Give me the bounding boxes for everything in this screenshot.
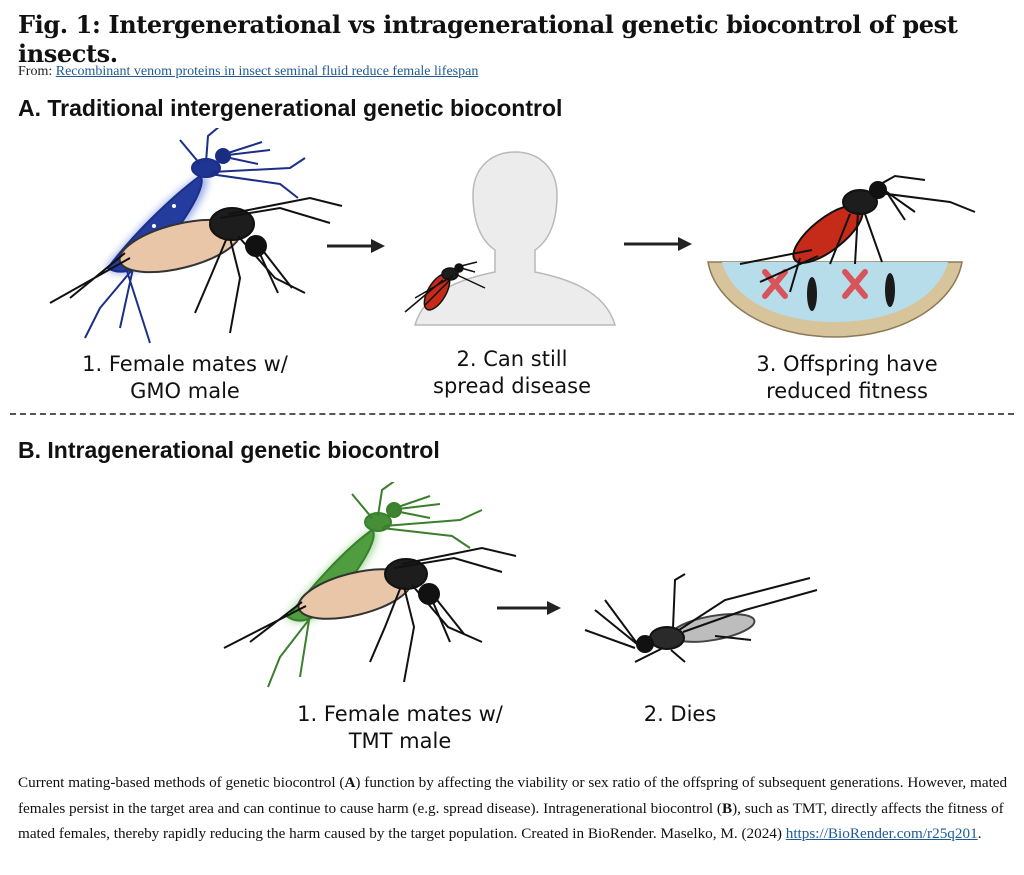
caption-text: Current mating-based methods of genetic … [18, 774, 345, 791]
human-bust [414, 151, 616, 326]
figure-caption: Current mating-based methods of genetic … [18, 770, 1013, 847]
from-label: From: [18, 64, 53, 79]
human-with-mosquito-illustration [404, 151, 616, 326]
panel-divider [10, 413, 1014, 415]
x-mark-icon [762, 269, 788, 299]
panel-a-step-3: 3. Offspring have reduced fitness [756, 352, 938, 403]
x-mark-icon [842, 269, 868, 299]
panel-b-step-1: 1. Female mates w/ TMT male [297, 702, 503, 753]
caption-text: ) function by affecting the viability or… [18, 774, 1008, 817]
arrow-a1-icon [327, 239, 385, 253]
gmo-mating-pair-illustration [49, 128, 343, 344]
panel-a-heading: A. Traditional intergenerational genetic… [18, 95, 563, 121]
caption-panel-ref-b: B [721, 799, 733, 817]
panel-b-heading: B. Intragenerational genetic biocontrol [18, 437, 440, 463]
dead-mosquito-illustration [584, 573, 818, 663]
panel-a-step-2: 2. Can still spread disease [433, 347, 591, 398]
egg-icon [885, 273, 895, 307]
red-female-mosquito [739, 174, 976, 293]
egg-icon [807, 277, 817, 311]
caption-text: . [977, 825, 982, 842]
arrow-a2-icon [624, 237, 692, 251]
figure-title: Fig. 1: Intergenerational vs intragenera… [18, 10, 958, 68]
panel-b-step-2: 2. Dies [643, 702, 717, 726]
source-line: From: Recombinant venom proteins in inse… [18, 64, 478, 80]
female-mosquito [49, 196, 343, 334]
source-article-link[interactable]: Recombinant venom proteins in insect sem… [55, 64, 479, 79]
caption-text: ), such as TMT, directly affects the fit… [18, 799, 1004, 843]
female-mosquito [223, 546, 517, 683]
arrow-b1-icon [497, 601, 561, 615]
eggs-larvae-icons [762, 269, 895, 311]
panel-a-step-1: 1. Female mates w/ GMO male [82, 352, 288, 403]
biorender-link[interactable]: https://BioRender.com/r25q201 [785, 825, 978, 842]
fed-female-mosquito [404, 261, 486, 313]
offspring-water-dish-illustration [707, 174, 976, 338]
caption-panel-ref-a: A [344, 774, 356, 791]
tmt-mating-pair-illustration [223, 482, 517, 688]
